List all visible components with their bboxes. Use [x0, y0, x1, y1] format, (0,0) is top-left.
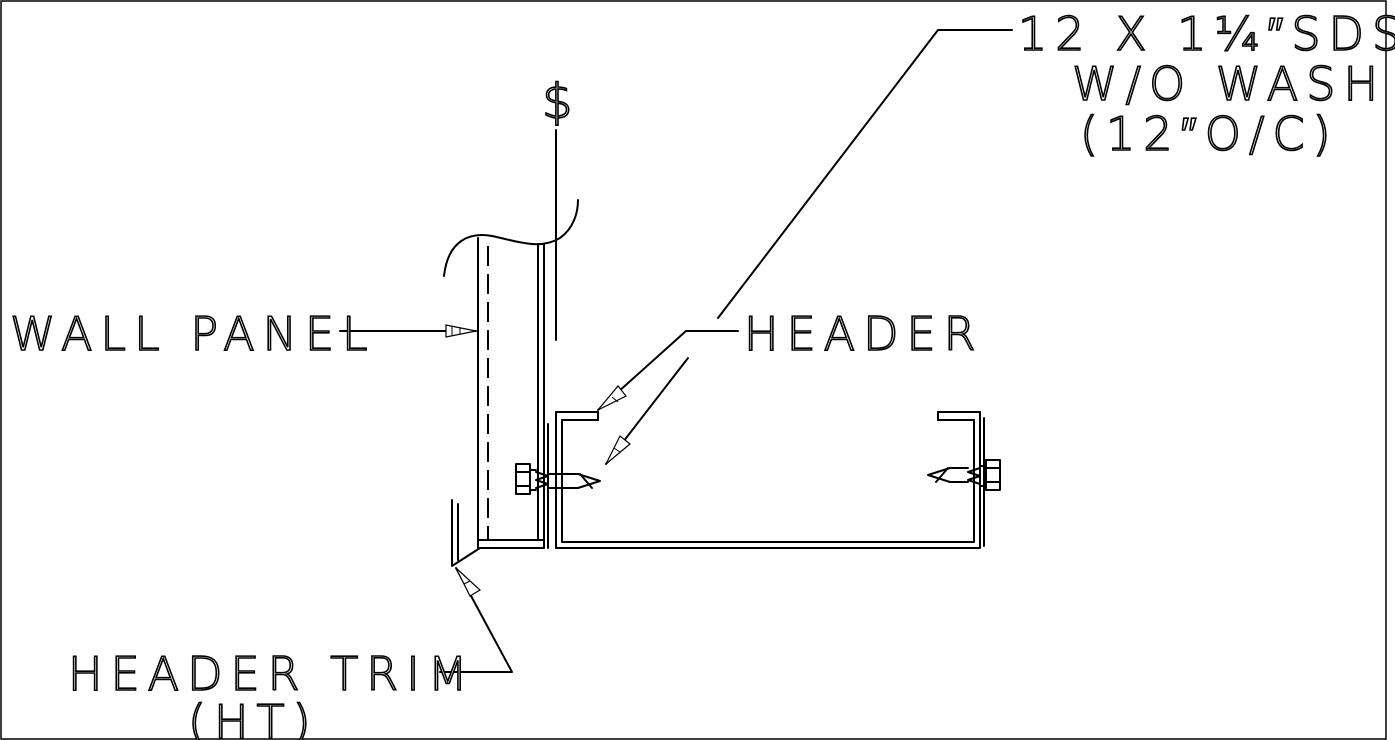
header-arrow-1: [597, 385, 627, 411]
screw-callout-line-2: W/O WASH: [1072, 57, 1386, 111]
header-channel-inner: [561, 419, 975, 543]
header-trim-leader: [439, 567, 513, 673]
screw-left: [515, 463, 601, 495]
screw-right: [927, 459, 1001, 491]
break-line: [443, 199, 579, 277]
screw-leader: [717, 29, 1013, 319]
header-channel-outer: [555, 411, 981, 549]
wall-panel-arrow: [445, 324, 477, 338]
screw-callout-line-1: 12 X 1¼″SDS: [1018, 7, 1395, 61]
screw-callout-line-3: (12″O/C): [1080, 107, 1339, 161]
header-trim-abbr-label: (HT): [188, 695, 319, 740]
header-arrow-2: [605, 435, 631, 465]
wall-panel-label: WALL PANEL: [10, 307, 376, 361]
header-trim: [451, 499, 545, 567]
arrow-hatching: [451, 327, 621, 585]
header-trim-label: HEADER TRIM: [68, 647, 476, 701]
header-leader-1: [597, 330, 739, 411]
header-label: HEADER: [744, 307, 984, 361]
centerline-symbol: $: [542, 74, 573, 130]
